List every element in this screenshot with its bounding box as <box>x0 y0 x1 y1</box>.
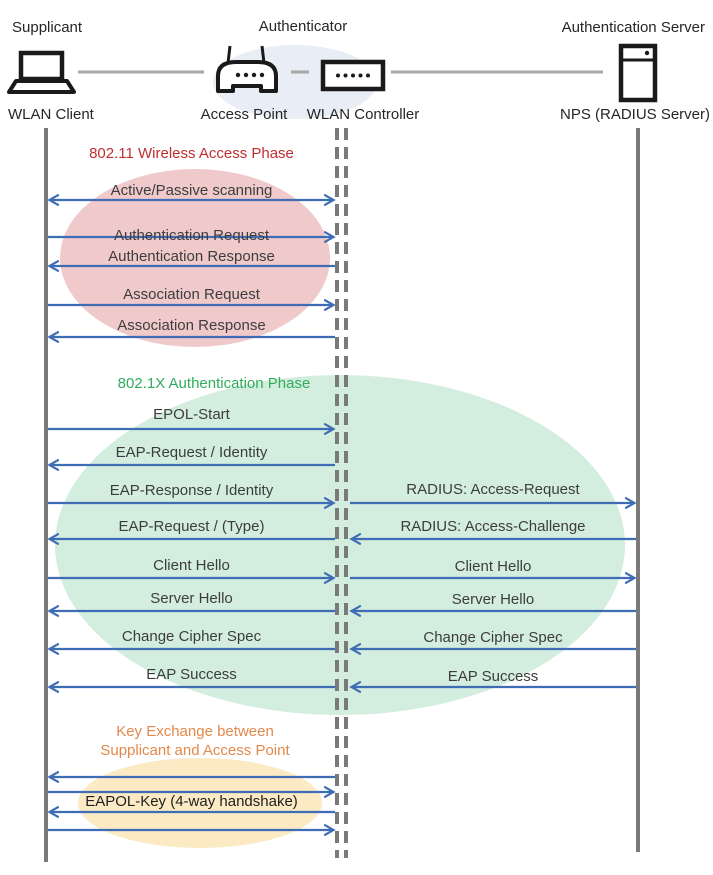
msg-server-hello-right: Server Hello <box>451 591 535 608</box>
msg-eapol-key: EAPOL-Key (4-way handshake) <box>85 793 298 810</box>
msg-auth-request: Authentication Request <box>113 227 270 244</box>
laptop-icon <box>7 50 76 94</box>
msg-scanning: Active/Passive scanning <box>110 182 273 199</box>
msg-eap-request-identity: EAP-Request / Identity <box>115 444 268 461</box>
phase3-ellipse <box>78 758 322 848</box>
msg-client-hello-left: Client Hello <box>153 557 230 574</box>
msg-radius-access-challenge: RADIUS: Access-Challenge <box>400 518 586 535</box>
phase1-ellipse <box>60 169 330 347</box>
msg-eap-success-left: EAP Success <box>146 666 237 683</box>
msg-assoc-response: Association Response <box>117 317 266 334</box>
msg-auth-response: Authentication Response <box>108 248 275 265</box>
device-nps: NPS (RADIUS Server) <box>559 106 711 123</box>
access-point-icon <box>216 45 278 93</box>
msg-eap-success-right: EAP Success <box>447 668 539 685</box>
wlan-controller-icon <box>320 59 386 92</box>
device-wlan-controller: WLAN Controller <box>306 106 420 123</box>
msg-change-cipher-spec-left: Change Cipher Spec <box>121 628 262 645</box>
msg-eap-request-type: EAP-Request / (Type) <box>118 518 265 535</box>
msg-radius-access-request: RADIUS: Access-Request <box>406 481 580 498</box>
phase3-title-line1: Key Exchange between <box>116 723 274 740</box>
msg-epol-start: EPOL-Start <box>153 406 230 423</box>
phase1-title: 802.11 Wireless Access Phase <box>89 145 294 162</box>
msg-eap-response-identity: EAP-Response / Identity <box>109 482 274 499</box>
role-authentication-server: Authentication Server <box>561 19 705 36</box>
device-wlan-client: WLAN Client <box>8 106 94 123</box>
msg-client-hello-right: Client Hello <box>454 558 532 575</box>
phase3-title: Key Exchange between Supplicant and Acce… <box>48 722 342 760</box>
role-authenticator: Authenticator <box>258 18 348 35</box>
role-supplicant: Supplicant <box>12 19 83 36</box>
msg-change-cipher-spec-right: Change Cipher Spec <box>423 629 563 646</box>
msg-assoc-request: Association Request <box>123 286 260 303</box>
msg-server-hello-left: Server Hello <box>150 590 233 607</box>
device-access-point: Access Point <box>200 106 288 123</box>
server-icon <box>618 43 658 103</box>
phase2-ellipse <box>55 375 625 715</box>
phase2-title: 802.1X Authentication Phase <box>117 375 311 392</box>
phase3-title-line2: Supplicant and Access Point <box>100 742 290 759</box>
